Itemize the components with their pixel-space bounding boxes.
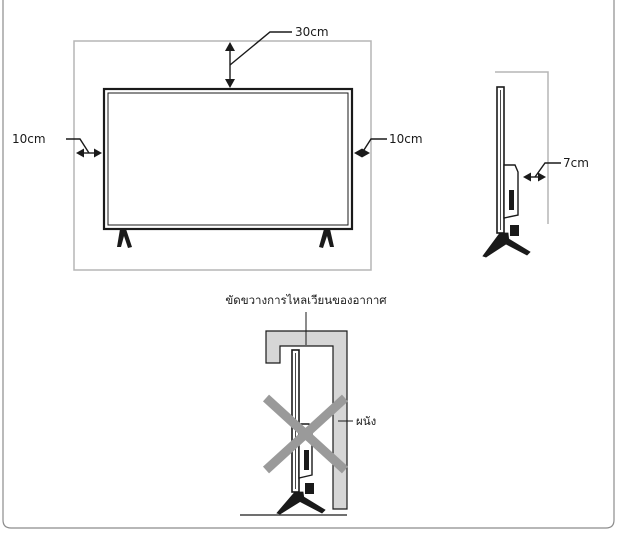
- front-view: 30cm 10cm 10cm: [12, 25, 423, 271]
- tv-screen: [102, 87, 354, 231]
- rear-clearance-label: 7cm: [563, 156, 589, 170]
- top-clearance-label: 30cm: [295, 25, 329, 39]
- tv-side-profile: [496, 86, 519, 236]
- outer-frame: [2, 0, 615, 529]
- side-wall-line: [495, 71, 549, 224]
- rear-clearance-arrow: [523, 162, 561, 182]
- left-clearance-label: 10cm: [12, 132, 46, 146]
- wrong-cross-icon: [262, 394, 349, 474]
- right-clearance-label: 10cm: [389, 132, 423, 146]
- tv-foot-left: [117, 229, 132, 248]
- wall-niche: [265, 330, 348, 510]
- right-clearance-arrow: [354, 138, 387, 158]
- side-stand: [482, 232, 531, 258]
- airflow-label: ขัดขวางการไหลเวียนของอากาศ: [225, 293, 387, 307]
- wall-label: ผนัง: [356, 414, 376, 428]
- clearance-box: [73, 40, 372, 271]
- top-clearance-arrow: [225, 31, 292, 88]
- tv-screen-inner: [107, 92, 349, 226]
- niche-stand: [276, 491, 326, 515]
- tv-foot-right: [319, 229, 334, 248]
- wrong-installation: ขัดขวางการไหลเวียนของอากาศ ผนัง: [225, 293, 387, 516]
- side-view: 7cm: [482, 71, 589, 258]
- left-clearance-arrow: [66, 138, 102, 158]
